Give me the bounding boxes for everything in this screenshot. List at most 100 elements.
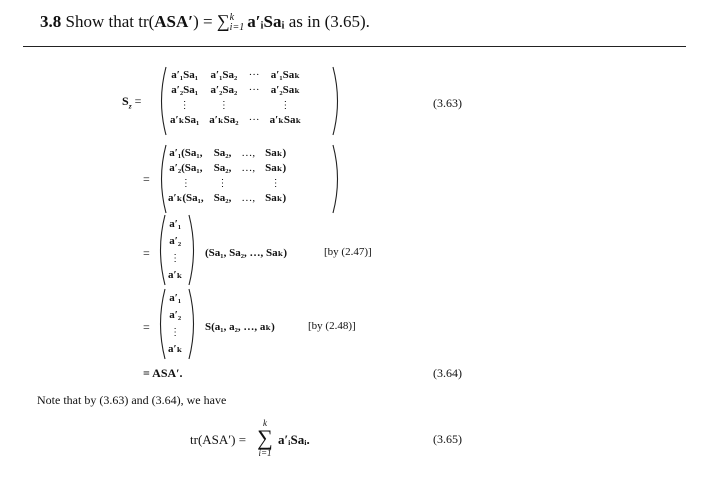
matrix2-cell: Saₖ)	[265, 147, 287, 159]
note-text: Note that by (3.63) and (3.64), we have	[37, 393, 227, 407]
matrix1-cell: ···	[248, 84, 260, 96]
eq4-equals: =	[143, 320, 150, 334]
vector4-row: ⋮	[166, 324, 184, 341]
matrix1-cell: a′₂Sa₁	[171, 84, 199, 96]
matrix2-cell: Saₖ)	[265, 192, 287, 204]
matrix1-cell: a′ₖSa₁	[170, 114, 200, 126]
matrix1-cell: a′₁Sa₂	[210, 69, 238, 81]
final-equation: tr(ASA′) =	[190, 432, 246, 448]
eq3-equals: =	[143, 246, 150, 260]
matrix2-cell: a′₂(Sa₁,	[169, 162, 203, 174]
vector3: a′₁ a′₂ ⋮ a′ₖ	[166, 216, 184, 284]
matrix1-cell: a′ₖSa₂	[209, 114, 239, 126]
final-lhs: tr(ASA′) =	[190, 432, 247, 447]
matrix1-cell: a′₁Sa₁	[171, 69, 199, 81]
vector4-left-paren	[160, 288, 166, 360]
eq-number-365: (3.65)	[433, 432, 462, 446]
vector3-table: a′₁ a′₂ ⋮ a′ₖ	[166, 216, 184, 284]
statement-prefix: Show that tr(	[65, 12, 155, 31]
vector3-row: a′₂	[166, 233, 184, 250]
statement-terms: a′ᵢSaᵢ	[247, 12, 285, 31]
matrix1-row: a′₁Sa₁ a′₁Sa₂ ··· a′₁Saₖ	[165, 68, 306, 83]
vector3-row: a′ₖ	[166, 267, 184, 284]
eq1-lhs: Sz =	[122, 94, 142, 111]
matrix2-cell: Sa₂,	[213, 192, 232, 204]
matrix2-cell: ⋮	[217, 178, 228, 189]
sum-upper: k	[229, 12, 235, 24]
matrix1-left-paren	[161, 66, 167, 136]
matrix2-cell: ⋮	[180, 178, 191, 189]
vector4: a′₁ a′₂ ⋮ a′ₖ	[166, 290, 184, 358]
matrix2-left-paren	[161, 144, 167, 214]
statement-bold: ASA′	[154, 12, 194, 31]
vector4-cell: a′₂	[169, 309, 182, 321]
eq1-equals: =	[134, 94, 142, 108]
matrix1-cell: ···	[248, 69, 260, 81]
final-sum-symbol: ∑	[257, 425, 273, 450]
matrix2-cell: Saₖ)	[265, 162, 287, 174]
vector4-row: a′ₖ	[166, 341, 184, 358]
matrix2-row: a′₂(Sa₁, Sa₂, …, Saₖ)	[163, 161, 291, 176]
vector4-row: a′₁	[166, 290, 184, 307]
final-sum-lower: i=1	[258, 448, 272, 458]
matrix2-cell: Sa₂,	[213, 162, 232, 174]
statement-mid: ) =	[193, 12, 217, 31]
matrix1-cell: ⋮	[218, 100, 229, 111]
vector4-cell: a′₁	[169, 292, 182, 304]
eq1-lhs-symbol: S	[122, 94, 129, 108]
vector3-cell: ⋮	[170, 253, 181, 264]
matrix1-cell: a′₁Saₖ	[270, 69, 301, 81]
matrix1-cell: a′₂Saₖ	[270, 84, 301, 96]
eq2-equals: =	[143, 172, 150, 186]
matrix2-cell: ⋮	[270, 178, 281, 189]
matrix1-cell: a′ₖSaₖ	[269, 114, 302, 126]
matrix2-right-paren	[332, 144, 338, 214]
sum-lower: i=1	[229, 22, 245, 34]
matrix2-row: a′₁(Sa₁, Sa₂, …, Saₖ)	[163, 146, 291, 161]
final-sum: k ∑ i=1	[255, 418, 275, 458]
matrix1-cell	[244, 98, 265, 113]
vector4-table: a′₁ a′₂ ⋮ a′ₖ	[166, 290, 184, 358]
matrix2-row: a′ₖ(Sa₁, Sa₂, …, Saₖ)	[163, 191, 291, 206]
row4-reference: [by (2.48)]	[308, 320, 356, 332]
row3-product: (Sa₁, Sa₂, …, Saₖ)	[205, 247, 288, 259]
row3-reference: [by (2.47)]	[324, 246, 372, 258]
final-expression: = ASA′.	[143, 366, 183, 380]
matrix2-row: ⋮ ⋮ ⋮	[163, 176, 291, 191]
problem-number: 3.8	[40, 12, 62, 31]
matrix2-cell: …,	[241, 147, 256, 159]
vector3-row: a′₁	[166, 216, 184, 233]
matrix2-cell	[236, 176, 260, 191]
matrix2-cell: …,	[241, 162, 256, 174]
eq1-lhs-subscript: z	[128, 101, 132, 111]
matrix2-cell: Sa₂,	[213, 147, 232, 159]
final-sum-upper: k	[263, 418, 267, 428]
vector3-left-paren	[160, 214, 166, 286]
matrix2: a′₁(Sa₁, Sa₂, …, Saₖ) a′₂(Sa₁, Sa₂, …, Saₖ) ⋮ ⋮ ⋮ a…	[163, 146, 291, 206]
matrix2-cell: a′₁(Sa₁,	[169, 147, 203, 159]
final-terms: a′ᵢSaᵢ.	[278, 432, 310, 447]
matrix1-cell: ⋮	[280, 100, 291, 111]
vector3-right-paren	[188, 214, 194, 286]
matrix1-cell: a′₂Sa₂	[210, 84, 238, 96]
sum-symbol: ∑	[216, 11, 230, 31]
matrix1-row: a′₂Sa₁ a′₂Sa₂ ··· a′₂Saₖ	[165, 83, 306, 98]
vector3-cell: a′₂	[169, 235, 182, 247]
vector3-row: ⋮	[166, 250, 184, 267]
vector4-cell: ⋮	[170, 327, 181, 338]
matrix1-right-paren	[332, 66, 338, 136]
eq-number-364: (3.64)	[433, 366, 462, 380]
vector4-cell: a′ₖ	[168, 343, 183, 355]
vector4-row: a′₂	[166, 307, 184, 324]
matrix2-cell: a′ₖ(Sa₁,	[168, 192, 204, 204]
matrix2-cell: …,	[241, 192, 256, 204]
vector3-cell: a′₁	[169, 218, 182, 230]
vector3-cell: a′ₖ	[168, 269, 183, 281]
matrix1-row: ⋮⋮⋮	[165, 98, 306, 113]
header-rule	[23, 46, 686, 47]
statement-suffix: as in (3.65).	[288, 12, 370, 31]
